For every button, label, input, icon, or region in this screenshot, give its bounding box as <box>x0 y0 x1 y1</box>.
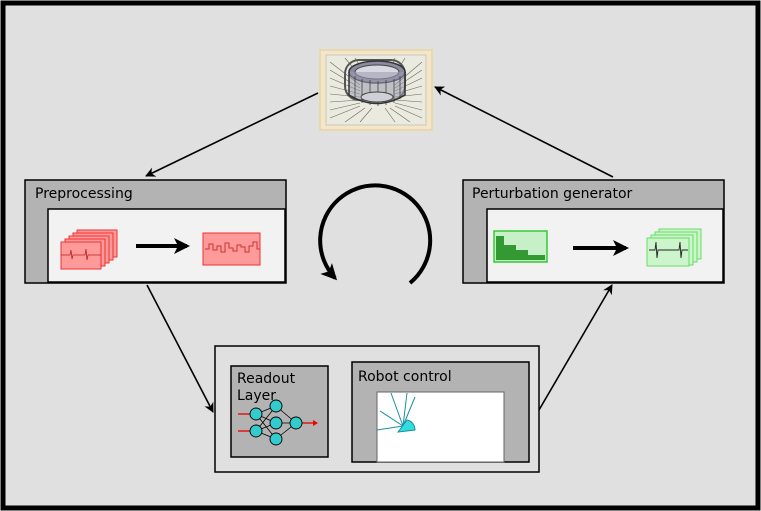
mea-chip-image <box>319 49 433 131</box>
preprocessing-panel: Preprocessing <box>24 179 287 284</box>
robot-control-panel: Robot control <box>351 361 530 463</box>
robot-icon <box>396 419 416 433</box>
perturbation-label: Perturbation generator <box>472 186 633 202</box>
robot-control-label: Robot control <box>358 369 452 385</box>
readout-label-line2: Layer <box>237 388 276 404</box>
stimulus-waveform-stack-icon <box>646 228 702 267</box>
readout-label-line1: Readout <box>237 371 296 387</box>
arrow-preprocessing-to-readout <box>146 284 214 413</box>
arrow-robot-to-perturbation <box>538 284 613 411</box>
cycle-arrow-icon <box>318 183 433 285</box>
readout-layer-panel: Readout Layer <box>230 365 329 458</box>
perturbation-panel: Perturbation generator <box>462 179 725 284</box>
binned-rate-icon <box>202 232 261 266</box>
preprocessing-label: Preprocessing <box>35 186 133 202</box>
arrow-chip-to-preprocessing <box>145 92 319 177</box>
arrow-perturbation-to-chip <box>434 86 614 178</box>
spike-raster-stack-icon <box>60 229 118 270</box>
robot-sensor-rays-icon <box>376 392 416 431</box>
pattern-histogram-icon <box>493 230 548 263</box>
neural-network-icon <box>238 399 318 446</box>
